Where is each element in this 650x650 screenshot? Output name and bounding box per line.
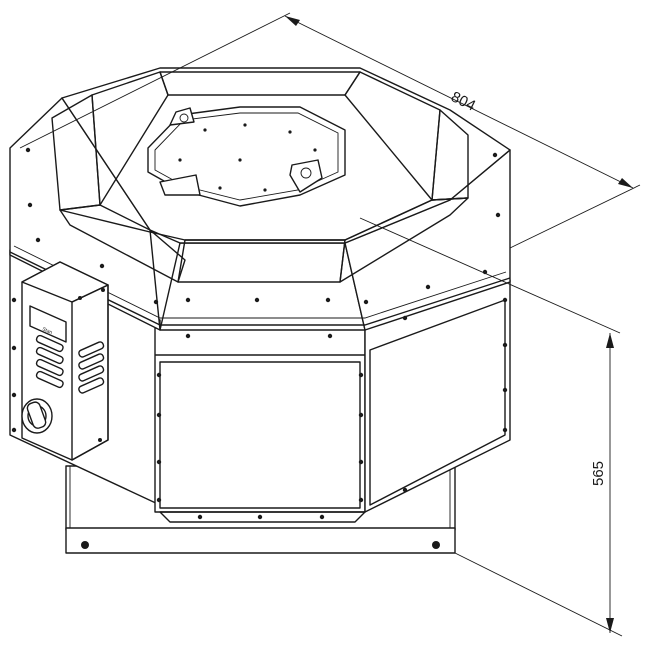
protective-grille <box>51 71 469 283</box>
height-dimension-value: 565 <box>590 461 607 486</box>
rotary-switch-knob <box>21 398 53 434</box>
control-box: Stan <box>21 261 109 461</box>
width-dimension-value: 804 <box>448 88 478 114</box>
housing-rivets <box>11 147 508 520</box>
control-box-brand-label: Stan <box>41 326 53 336</box>
motor-mounting-plate <box>147 106 346 207</box>
control-box-louvres <box>35 334 105 394</box>
height-dimension: 565 <box>359 217 623 637</box>
